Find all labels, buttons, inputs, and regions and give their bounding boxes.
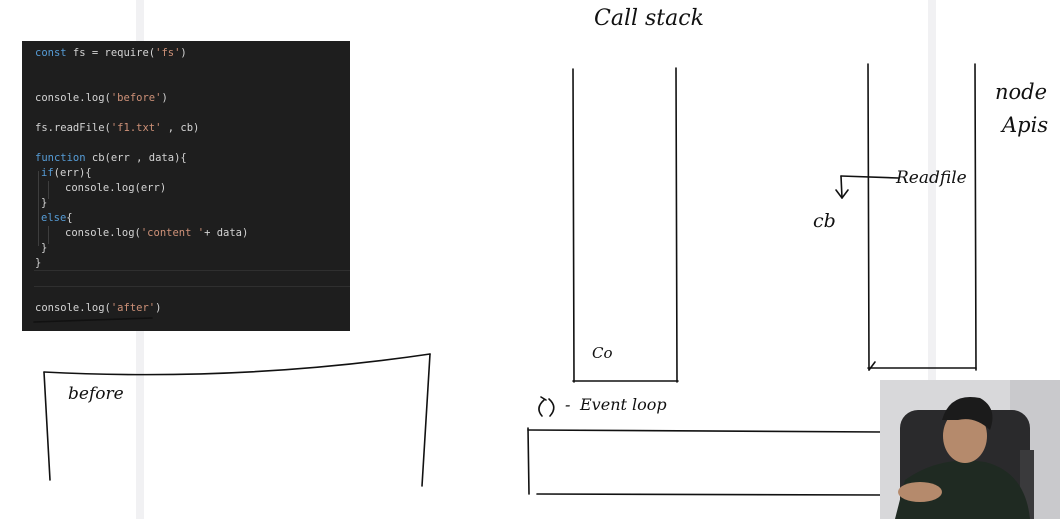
underline-stroke [33, 317, 153, 323]
event-loop-label: Event loop [580, 395, 667, 414]
code-line: function cb(err , data){ [35, 152, 187, 164]
output-label: before [68, 384, 124, 404]
output-box-outline [43, 353, 431, 376]
code-line: console.log('before') [35, 92, 168, 104]
code-line: if(err){ [41, 167, 92, 179]
dash-label: - [565, 395, 571, 414]
code-line: } [41, 197, 48, 209]
stack-item-label: Co [592, 344, 613, 362]
cb-label: cb [813, 210, 836, 232]
apis-label: Apis [1002, 113, 1049, 137]
indent-guide [38, 171, 39, 246]
code-line: console.log(err) [65, 182, 167, 194]
code-editor-panel: const fs = require('fs') console.log('be… [22, 41, 350, 331]
code-line: const fs = require('fs') [35, 47, 187, 59]
code-line: else{ [41, 212, 73, 224]
webcam-video [880, 380, 1060, 519]
readfile-arrow [840, 175, 899, 179]
call-stack-outline [572, 68, 575, 383]
indent-guide [48, 181, 49, 199]
whiteboard-margin-right [928, 0, 936, 519]
event-loop-arrows [538, 399, 545, 417]
code-line: console.log('after') [35, 302, 162, 314]
indent-guide [48, 226, 49, 244]
readfile-label: Readfile [896, 168, 967, 188]
code-line: fs.readFile('f1.txt' , cb) [35, 122, 200, 134]
code-line: } [35, 257, 42, 269]
node-apis-outline [867, 63, 870, 371]
code-line: } [41, 242, 48, 254]
code-line: console.log('content '+ data) [65, 227, 249, 239]
current-line-highlight [34, 270, 350, 287]
callback-queue-outline [527, 429, 883, 433]
presenter-image [880, 380, 1060, 519]
node-label: node [995, 80, 1048, 104]
call-stack-label: Call stack [594, 6, 704, 31]
